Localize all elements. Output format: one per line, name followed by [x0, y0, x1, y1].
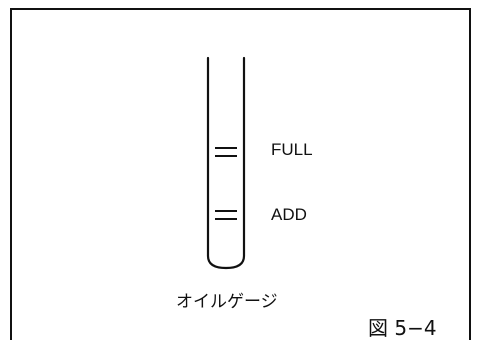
full-level-label: FULL [271, 140, 313, 159]
frame-left-border [10, 8, 12, 340]
figure-number: 図 5−4 [368, 316, 437, 340]
dipstick-outline [206, 56, 246, 270]
add-level-label: ADD [271, 205, 307, 224]
figure-caption: オイルゲージ [176, 292, 278, 312]
frame-right-border [469, 8, 471, 340]
frame-top-border [10, 8, 471, 10]
